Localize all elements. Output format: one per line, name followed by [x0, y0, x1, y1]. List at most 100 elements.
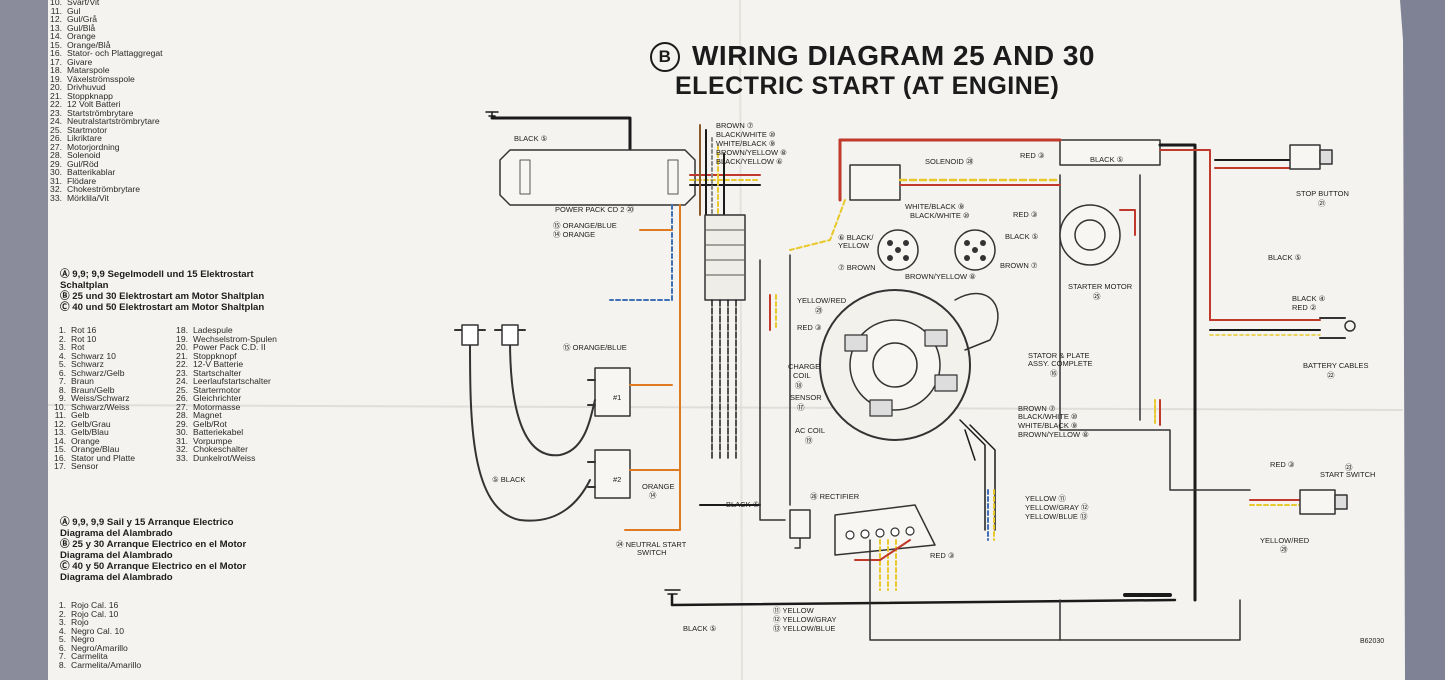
german-list-item-label: Motormasse: [193, 401, 241, 412]
stop-button-switch: [1289, 144, 1321, 170]
label-s-brown-yellow: BROWN/YELLOW ⑧: [1018, 430, 1089, 439]
german-list-item-number: 12.: [54, 418, 66, 429]
german-list-item: 12. Gelb/Grau: [46, 418, 135, 429]
german-list-item: 20.Power Pack C.D. II: [170, 343, 277, 352]
label-harness-black-yellow: BLACK/YELLOW ⑥: [716, 157, 783, 166]
german-list-item: 16.Stator und Platte: [46, 452, 136, 463]
label-stator-plate: STATOR & PLATE: [1028, 351, 1090, 360]
label-yellow-r2: YELLOW/GRAY ⑫: [1025, 503, 1089, 512]
swedish-list-item: 33.Mörklila/Vit: [42, 193, 163, 203]
swedish-list-item-number: 15.: [50, 39, 62, 50]
spanish-header-line: Diagrama del Alambrado: [60, 528, 173, 539]
german-list-item-number: 25.: [176, 384, 188, 395]
swedish-list-item-label: Växelströmsspole: [67, 73, 135, 84]
german-list-item: 6.Schwarz/Gelb: [46, 367, 135, 378]
swedish-list-item: 25. Startmotor: [42, 124, 163, 135]
german-list-item: 21.Stoppknopf: [170, 350, 277, 361]
german-list-item: 2.Rot 10: [46, 333, 135, 344]
ref-orange-low: ⑭: [649, 491, 657, 500]
german-header: Ⓐ 9,9; 9,9 Segelmodell und 15 Elektrosta…: [60, 269, 264, 313]
label-start-switch: START SWITCH: [1320, 470, 1375, 479]
title-line-2: ELECTRIC START (AT ENGINE): [675, 72, 1060, 100]
german-list-item: 8.Braun/Gelb: [46, 384, 135, 395]
swedish-list-item-number: 27.: [50, 141, 62, 152]
german-list-item-label: Rot 10: [71, 333, 97, 344]
swedish-list-item-number: 30.: [50, 167, 62, 177]
german-list-item-label: Gelb/Grau: [71, 418, 111, 429]
german-list-item-number: 15.: [54, 444, 66, 454]
label-stator-plate-2: ASSY. COMPLETE: [1028, 359, 1092, 368]
label-solenoid: SOLENOID ㉘: [925, 157, 974, 166]
label-brown-left: ⑦ BROWN: [838, 263, 876, 272]
swedish-list-item: 18.Matarspole: [42, 66, 163, 75]
power-pack: [499, 149, 696, 206]
label-brown-right: BROWN ⑦: [1000, 261, 1038, 270]
title-line-1: WIRING DIAGRAM 25 AND 30: [692, 40, 1096, 71]
swedish-list-item-number: 20.: [50, 82, 62, 92]
swedish-list-item: 12. Gul/Grå: [42, 15, 163, 24]
spanish-list-item: 6.Negro/Amarillo: [46, 643, 141, 653]
swedish-list-item-label: Svart/Vit: [67, 0, 100, 7]
german-list-item-label: Braun/Gelb: [71, 384, 115, 395]
german-list-item-label: Stoppknopf: [193, 350, 237, 361]
german-list-item-label: Schwarz: [71, 359, 104, 369]
swedish-list-item-label: Gul/Blå: [67, 22, 96, 33]
german-list-item: 15.Orange/Blau: [46, 445, 135, 454]
swedish-list-item-label: Batterikablar: [67, 167, 116, 177]
swedish-list-item-number: 25.: [50, 124, 62, 135]
swedish-list-item-label: Gul/Grå: [67, 14, 98, 24]
swedish-list-item-number: 19.: [50, 73, 62, 84]
ref-starter: ㉕: [1093, 292, 1101, 301]
label-yellow-b1: ⑪ YELLOW: [773, 606, 815, 615]
german-header-line: Ⓐ 9,9; 9,9 Segelmodell und 15 Elektrosta…: [60, 269, 254, 280]
german-list-item-number: 26.: [176, 393, 188, 403]
german-list-item: 13.Gelb/Blau: [46, 428, 135, 437]
german-list-item: 4.Schwarz 10: [46, 350, 135, 361]
spanish-list-item-number: 5.: [58, 634, 66, 644]
spanish-list-item-label: Rojo Cal. 16: [71, 600, 119, 610]
german-list-item-number: 7.: [58, 376, 66, 386]
spanish-header-line: Ⓑ 25 y 30 Arranque Electrico en el Motor: [60, 539, 247, 550]
label-black-coil: BLACK ⑤: [1005, 232, 1039, 241]
spanish-list-item-number: 3.: [58, 617, 66, 627]
label-yellow-red-start: YELLOW/RED: [1260, 536, 1310, 545]
german-list-item: 9.Weiss/Schwarz: [46, 394, 135, 403]
german-list-item-label: Stator und Platte: [71, 452, 136, 463]
spanish-list-item: 2.Rojo Cal. 10: [46, 609, 141, 619]
ref-stop: ㉑: [1318, 199, 1326, 208]
label-starter-motor: STARTER MOTOR: [1068, 282, 1133, 291]
german-list-item-label: Schwarz/Gelb: [71, 367, 125, 378]
german-list-item-label: Weiss/Schwarz: [71, 393, 130, 403]
label-red-right: RED ②: [1292, 303, 1317, 312]
german-list-item-number: 10.: [54, 401, 66, 412]
label-yellow-r1: YELLOW ⑪: [1025, 494, 1066, 503]
german-list-item-number: 18.: [176, 325, 188, 335]
swedish-list-item-number: 12.: [50, 14, 62, 24]
german-list-item-label: Vorpumpe: [193, 435, 233, 446]
label-red-mid: RED ③: [1013, 210, 1038, 219]
swedish-list-item-number: 23.: [50, 107, 62, 118]
german-list-item: 25.Startermotor: [170, 384, 277, 395]
german-list-item-number: 1.: [58, 325, 66, 335]
label-orange-blue-top: ⑮ ORANGE/BLUE: [553, 221, 617, 230]
ref-yellow-red: ㉙: [815, 306, 823, 315]
swedish-list-item-number: 24.: [50, 116, 62, 126]
german-list-item-number: 14.: [54, 435, 66, 446]
german-list-item-label: Gelb/Blau: [71, 427, 109, 437]
swedish-list-item-number: 28.: [50, 150, 62, 160]
label-white-black: WHITE/BLACK ⑨: [905, 202, 965, 211]
swedish-list-item-label: Motorjordning: [67, 141, 120, 152]
swedish-list-item-label: Startmotor: [67, 124, 108, 135]
swedish-list-item-number: 13.: [50, 22, 62, 33]
german-list-item: 23.Startschalter: [170, 367, 277, 378]
german-list-item-number: 4.: [58, 350, 66, 361]
german-list-item-number: 23.: [176, 367, 188, 378]
label-yellow-r3: YELLOW/BLUE ⑬: [1025, 512, 1088, 521]
label-black-bottom: BLACK ⑤: [683, 624, 717, 633]
swedish-list-item-label: Likriktare: [67, 133, 102, 143]
german-list-item-number: 17.: [54, 461, 66, 471]
swedish-list-item: 20.Drivhuvud: [42, 83, 163, 92]
spanish-list-item-number: 8.: [58, 659, 66, 670]
label-stop-button: STOP BUTTON: [1296, 189, 1349, 198]
